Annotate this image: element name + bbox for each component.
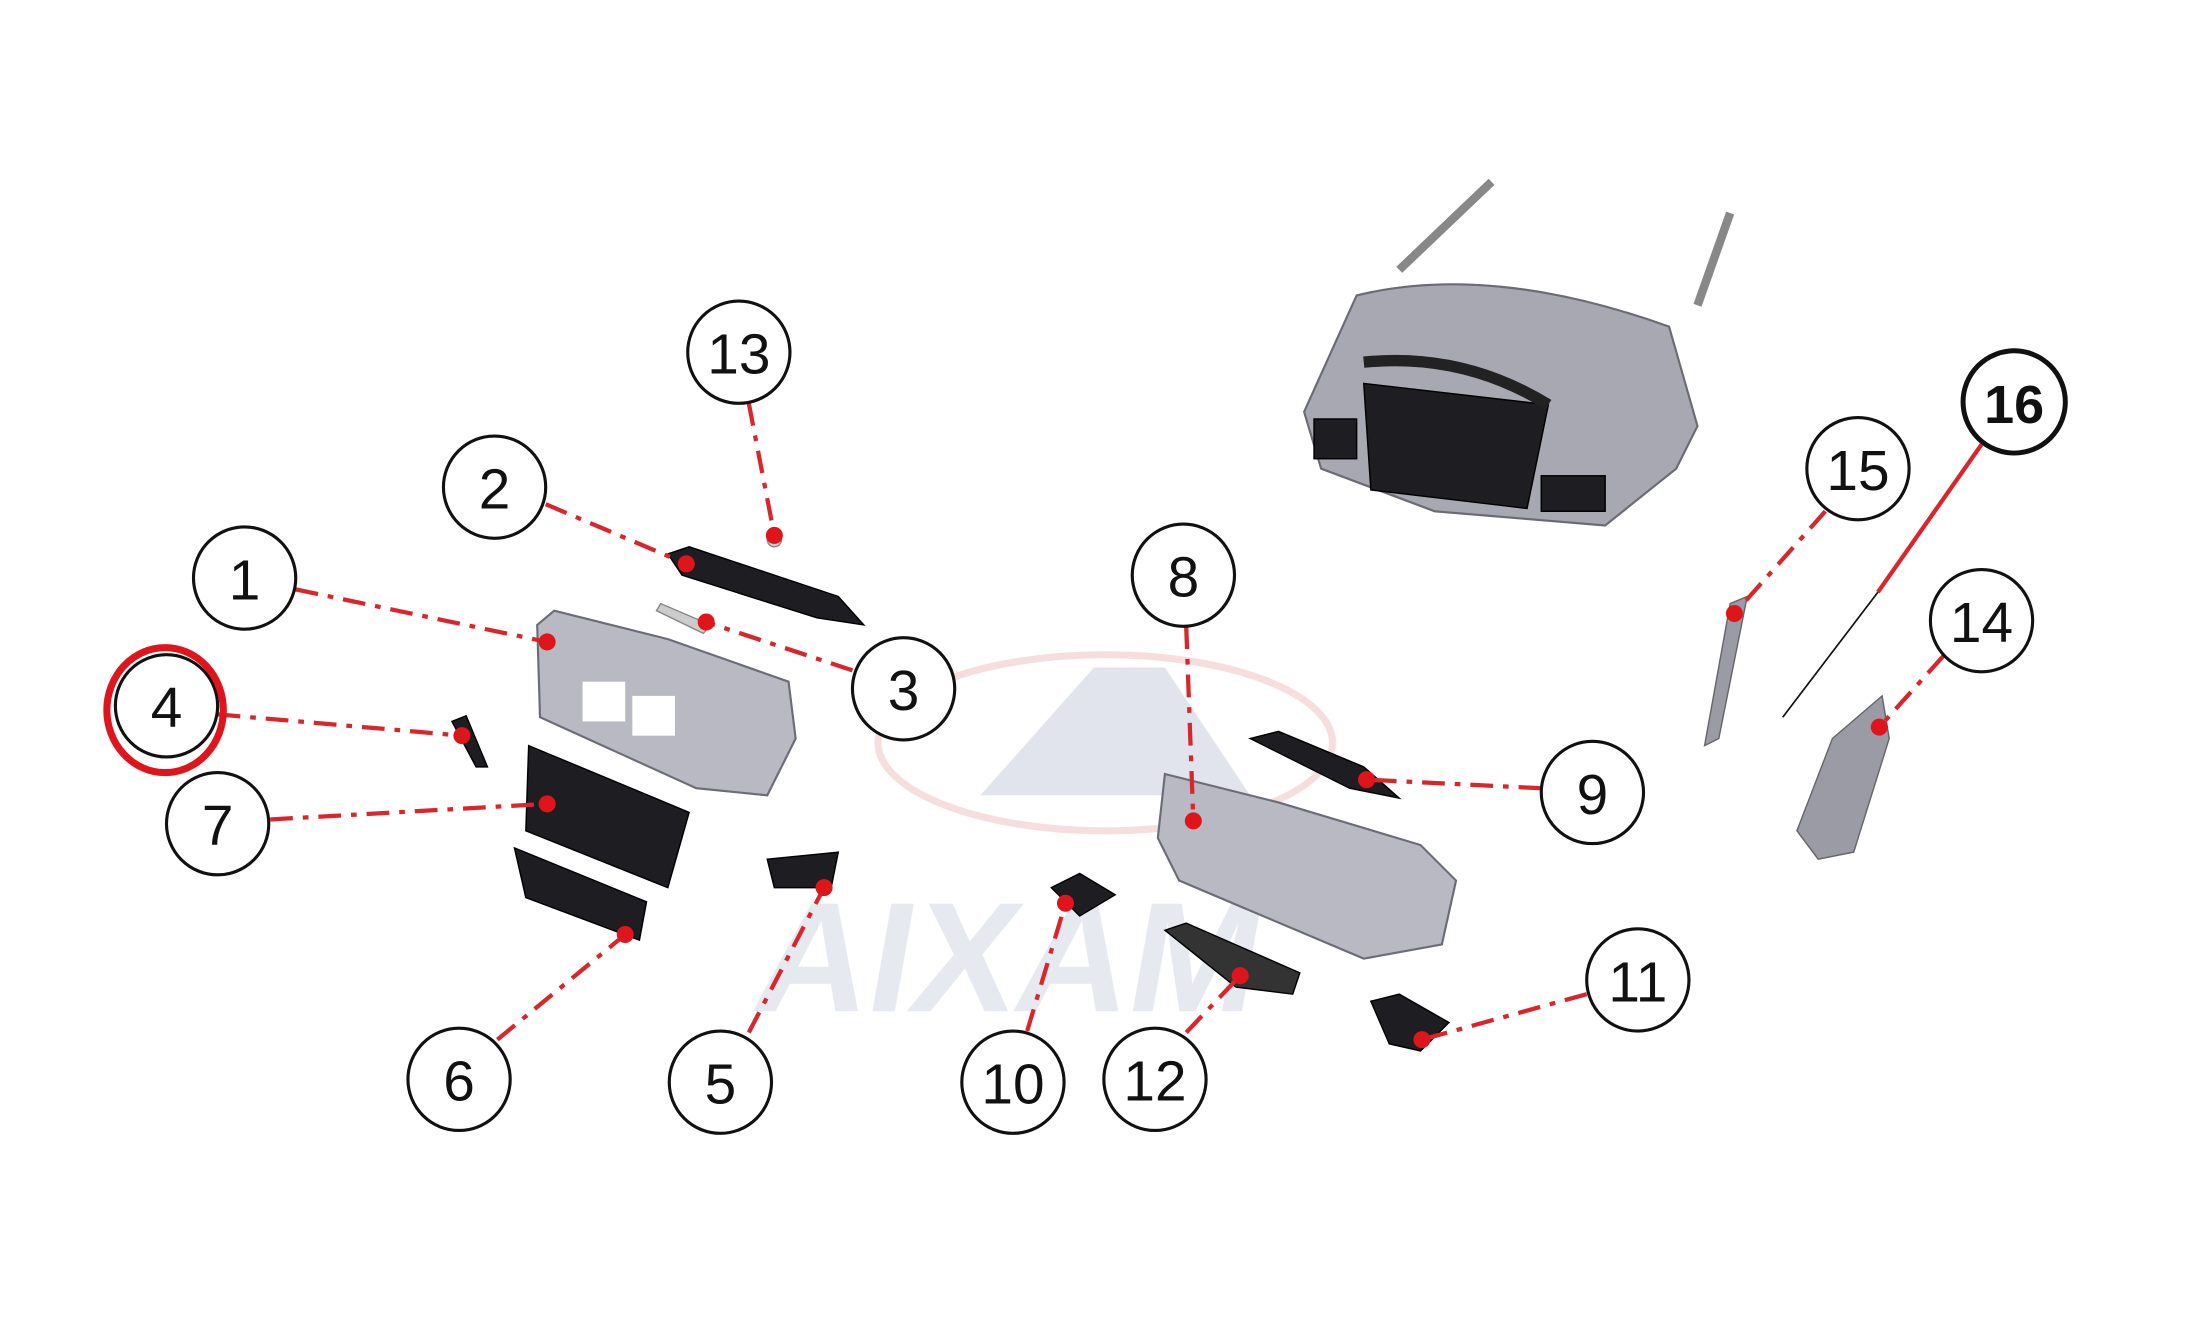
callout-6[interactable]: 6 (406, 1026, 512, 1133)
part-11-fog-lamp-cover (1369, 993, 1451, 1052)
part-9-upper-grille (1248, 730, 1402, 800)
callout-label: 15 (1826, 440, 1889, 503)
callout-label: 11 (1608, 951, 1667, 1014)
leader-dots (453, 526, 1888, 1049)
part-6-lower-grille (513, 846, 648, 942)
callout-8[interactable]: 8 (1130, 522, 1237, 628)
callout-7[interactable]: 7 (164, 771, 271, 877)
part-1-front-bumper (536, 609, 797, 797)
part-12-mesh-grille (1163, 922, 1301, 995)
callout-label: 8 (1168, 547, 1200, 610)
callout-10[interactable]: 10 (960, 1029, 1066, 1135)
watermark-logo: AIXAM (743, 651, 1337, 1045)
part-2-upper-grille (666, 546, 866, 626)
assembled-front-view (1302, 178, 1735, 527)
part-3-trim-strip (655, 602, 712, 635)
callout-label: 4 (151, 677, 183, 740)
callout-label: 5 (705, 1054, 737, 1117)
callout-label: 9 (1577, 764, 1609, 827)
callout-14[interactable]: 14 (1928, 567, 2035, 674)
callout-label: 7 (202, 795, 234, 858)
callout-label: 2 (479, 458, 511, 521)
callout-11[interactable]: 11 (1585, 927, 1691, 1033)
callout-label: 1 (229, 549, 261, 612)
part-8-front-bumper (1156, 772, 1458, 960)
callout-1[interactable]: 1 (191, 525, 298, 631)
callout-label: 16 (1984, 375, 2044, 435)
callout-12[interactable]: 12 (1102, 1026, 1208, 1133)
leader-lines (217, 402, 1984, 1042)
callout-4-highlight (103, 644, 227, 777)
part-7-lower-panel (525, 744, 690, 889)
callout-9[interactable]: 9 (1539, 739, 1646, 846)
watermark-text: AIXAM (743, 870, 1277, 1045)
part-15-pillar-trim (1703, 595, 1749, 747)
callout-label: 13 (707, 324, 770, 387)
callout-label: 10 (981, 1054, 1044, 1117)
callout-15[interactable]: 15 (1805, 415, 1911, 522)
callout-label: 14 (1950, 592, 2013, 655)
part-14-fender (1796, 694, 1890, 861)
callout-label: 6 (443, 1051, 475, 1114)
callout-16[interactable]: 16 (1960, 348, 2068, 456)
callout-13[interactable]: 13 (686, 299, 792, 405)
callout-label: 3 (888, 660, 920, 723)
callout-label: 12 (1123, 1051, 1186, 1114)
callout-5[interactable]: 5 (667, 1029, 774, 1135)
callout-2[interactable]: 2 (441, 434, 548, 540)
callout-4[interactable]: 4 (113, 653, 220, 759)
callout-3[interactable]: 3 (850, 636, 957, 742)
